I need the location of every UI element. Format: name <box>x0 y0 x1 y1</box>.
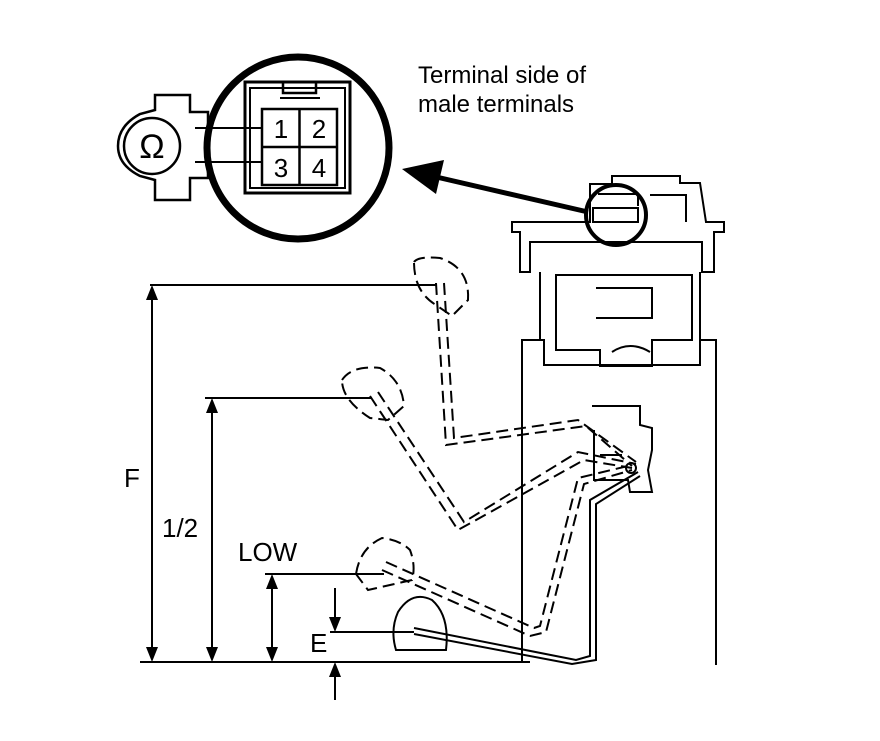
callout-line-1: Terminal side of <box>418 62 586 89</box>
terminal-1: 1 <box>274 114 288 144</box>
terminal-4: 4 <box>312 153 326 183</box>
ohm-symbol: Ω <box>139 128 164 166</box>
terminal-2: 2 <box>312 114 326 144</box>
pump-assembly <box>511 175 725 665</box>
terminal-grid <box>260 107 339 187</box>
label-full: F <box>124 463 140 493</box>
label-half: 1/2 <box>162 513 198 543</box>
label-low: LOW <box>238 537 298 567</box>
dimension-arrows <box>146 285 341 677</box>
float-arm-full <box>412 256 637 467</box>
ohmmeter-icon: Ω <box>116 93 210 202</box>
float-arm-empty <box>392 462 641 666</box>
label-empty: E <box>310 628 327 658</box>
dimension-lines <box>140 284 530 700</box>
float-arm-low <box>354 465 633 638</box>
terminal-3: 3 <box>274 153 288 183</box>
connector-magnifier: 1 2 3 4 <box>203 53 393 243</box>
callout-line-2: male terminals <box>418 91 574 118</box>
magnify-arrow <box>402 160 589 215</box>
float-arm-half <box>340 366 637 532</box>
